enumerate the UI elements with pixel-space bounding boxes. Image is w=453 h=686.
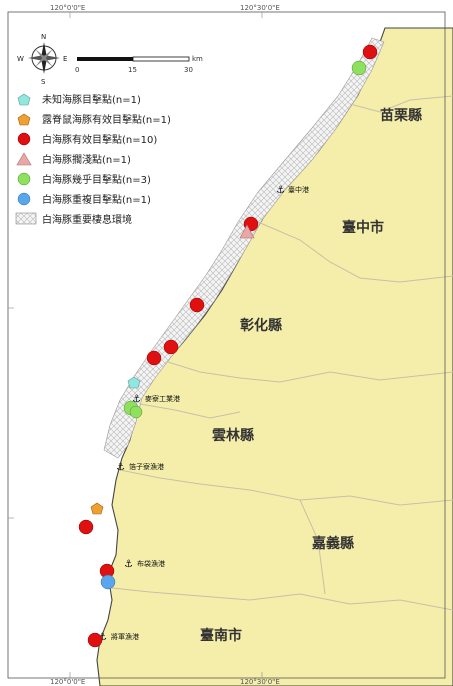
region-changhua: 彰化縣 bbox=[240, 317, 282, 334]
port-mailiao: 麥寮工業港 bbox=[145, 394, 180, 403]
compass-s: S bbox=[41, 78, 46, 86]
region-chiayi: 嘉義縣 bbox=[311, 535, 354, 552]
anchor-icon: ⚓ bbox=[98, 632, 107, 643]
scale-0: 0 bbox=[75, 66, 79, 74]
sighting-finless bbox=[90, 502, 104, 515]
region-tainan: 臺南市 bbox=[200, 627, 242, 644]
legend-symbol-hatched bbox=[15, 212, 37, 225]
legend-label: 白海豚有效目擊點(n=10) bbox=[42, 133, 157, 146]
sightings bbox=[78, 44, 378, 648]
region-taichung: 臺中市 bbox=[342, 219, 384, 236]
compass-rose: N S E W bbox=[17, 33, 67, 86]
legend-symbol-triangle-pink bbox=[16, 152, 32, 166]
region-miaoli: 苗栗縣 bbox=[380, 107, 422, 124]
legend-label: 露脊鼠海豚有效目擊點(n=1) bbox=[42, 113, 171, 126]
sighting-stranding bbox=[239, 224, 255, 239]
anchor-icon: ⚓ bbox=[116, 462, 125, 473]
region-yunlin: 雲林縣 bbox=[212, 427, 254, 444]
sighting-green bbox=[351, 60, 367, 76]
compass-w: W bbox=[17, 55, 24, 63]
svg-text:⚓: ⚓ bbox=[98, 632, 107, 643]
harbors: ⚓ 臺中港 ⚓ 麥寮工業港 ⚓ 箔子寮漁港 ⚓ 布袋漁港 ⚓ 將軍漁港 bbox=[98, 185, 309, 643]
legend-symbol-circle-red bbox=[17, 132, 31, 146]
map-border bbox=[7, 11, 446, 679]
sighting-red bbox=[362, 44, 378, 60]
port-taixi: 箔子寮漁港 bbox=[129, 462, 164, 471]
compass-e: E bbox=[63, 55, 67, 63]
svg-text:⚓: ⚓ bbox=[132, 394, 141, 405]
legend-symbol-pentagon-orange bbox=[17, 113, 31, 126]
lon-label-top-right: 120°30'0"E bbox=[240, 4, 280, 12]
legend-label: 未知海豚目擊點(n=1) bbox=[42, 93, 141, 106]
legend-label: 白海豚擱淺點(n=1) bbox=[42, 153, 131, 166]
legend-symbol-circle-blue bbox=[17, 192, 31, 206]
legend-label: 白海豚幾乎目擊點(n=3) bbox=[42, 173, 151, 186]
lon-label-bottom-left: 120°0'0"E bbox=[50, 678, 85, 686]
scale-unit: km bbox=[192, 55, 203, 63]
sighting-unknown bbox=[127, 376, 141, 389]
legend-symbol-pentagon-cyan bbox=[17, 93, 31, 106]
sighting-green bbox=[129, 405, 143, 419]
lon-label-bottom-right: 120°30'0"E bbox=[240, 678, 280, 686]
scale-15: 15 bbox=[128, 66, 137, 74]
scale-bar: 0 15 30 km bbox=[75, 55, 203, 74]
sighting-red bbox=[146, 350, 162, 366]
sighting-red bbox=[189, 297, 205, 313]
lon-label-top-left: 120°0'0"E bbox=[50, 4, 85, 12]
legend-label: 白海豚重要棲息環境 bbox=[42, 213, 132, 226]
county-borders bbox=[111, 95, 453, 611]
port-budai: 布袋漁港 bbox=[137, 559, 165, 568]
legend-symbol-circle-green bbox=[17, 172, 31, 186]
compass-n: N bbox=[41, 33, 46, 41]
port-jiangjun: 將軍漁港 bbox=[111, 632, 139, 641]
scale-30: 30 bbox=[184, 66, 193, 74]
svg-text:⚓: ⚓ bbox=[124, 559, 133, 570]
port-taichung: 臺中港 bbox=[288, 185, 309, 194]
anchor-icon: ⚓ bbox=[276, 185, 285, 196]
svg-text:⚓: ⚓ bbox=[116, 462, 125, 473]
graticule bbox=[8, 12, 263, 678]
sighting-red bbox=[163, 339, 179, 355]
sighting-red bbox=[78, 519, 94, 535]
sighting-blue bbox=[100, 574, 116, 590]
legend-label: 白海豚重複目擊點(n=1) bbox=[42, 193, 151, 206]
anchor-icon: ⚓ bbox=[132, 394, 141, 405]
region-labels: 苗栗縣 臺中市 彰化縣 雲林縣 嘉義縣 臺南市 bbox=[200, 107, 422, 644]
legend: 未知海豚目擊點(n=1) 露脊鼠海豚有效目擊點(n=1) 白海豚有效目擊點(n=… bbox=[15, 93, 171, 226]
anchor-icon: ⚓ bbox=[124, 559, 133, 570]
svg-text:⚓: ⚓ bbox=[276, 185, 285, 196]
sighting-red bbox=[87, 632, 103, 648]
